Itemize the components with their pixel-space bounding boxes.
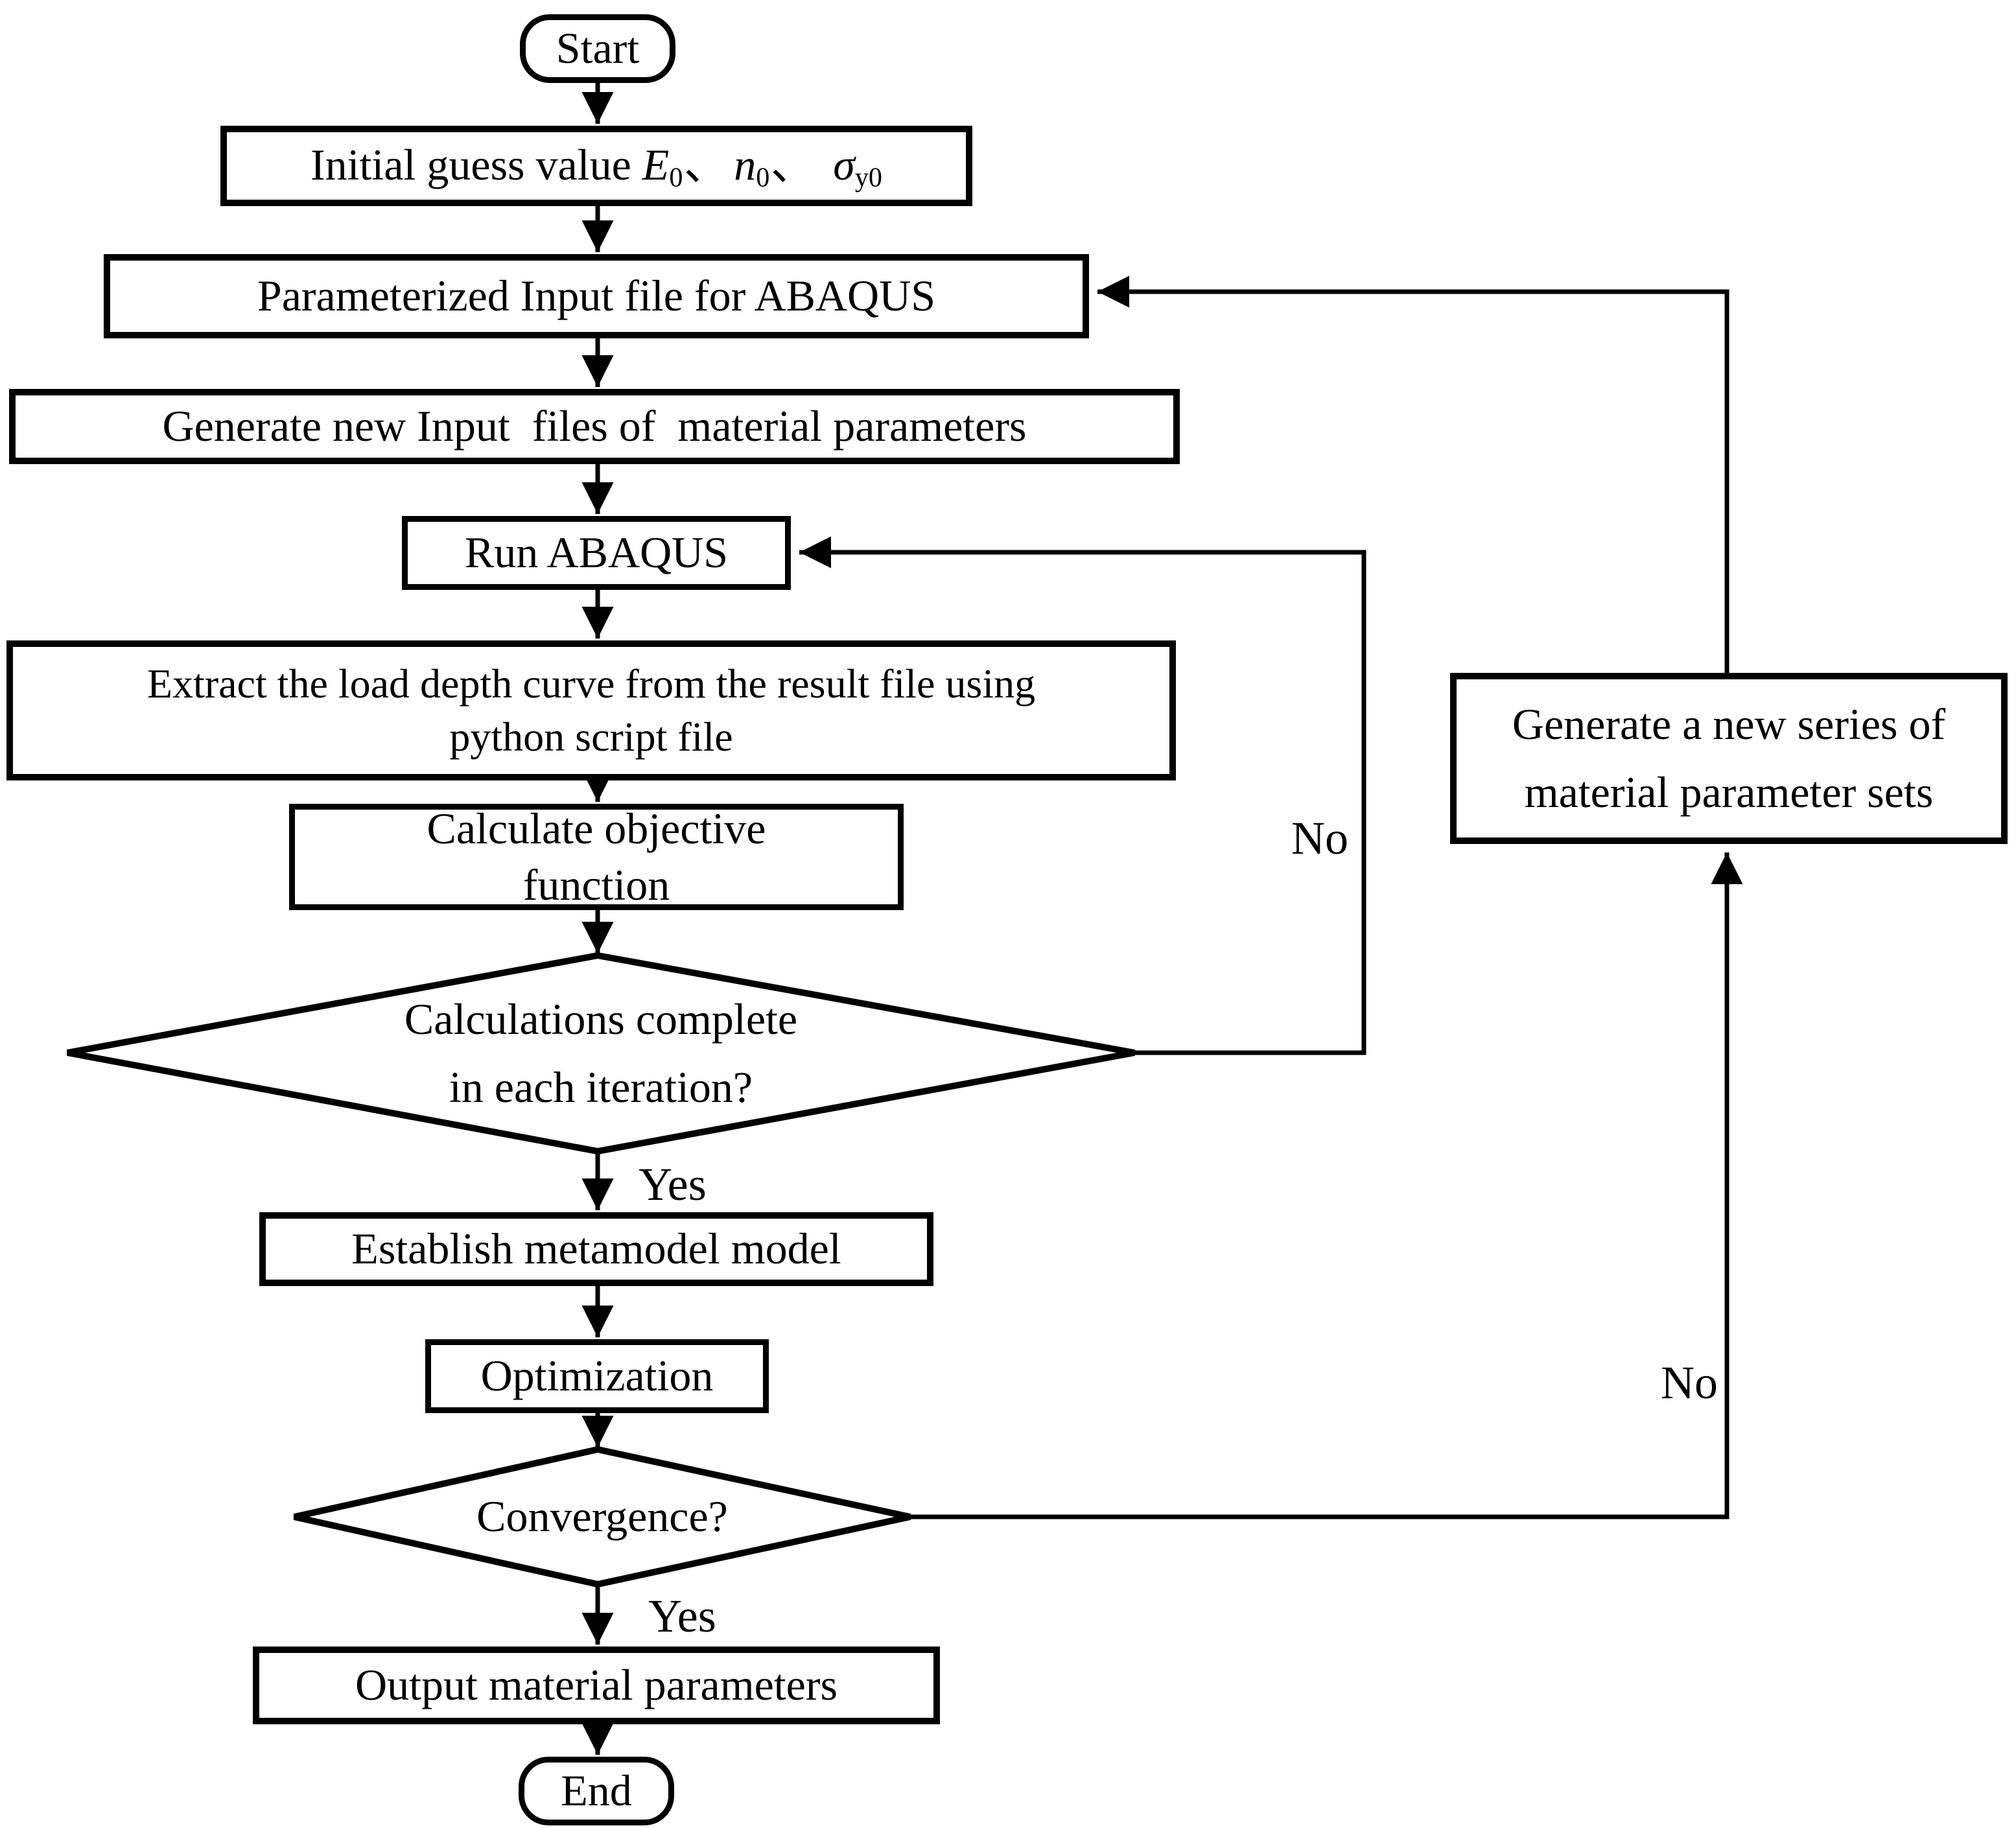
- calc-complete-decision-label: Calculations complete in each iteration?: [404, 994, 798, 1112]
- establish-metamodel-box: [259, 1212, 933, 1286]
- generate-series-label: Generate a new series of material parame…: [1512, 699, 1946, 817]
- parameterized-input-label: Parameterized Input file for ABAQUS: [257, 271, 936, 321]
- start-terminator: [520, 14, 675, 83]
- end-label: End: [561, 1766, 632, 1816]
- initial-guess-box: [220, 126, 972, 206]
- parameterized-input-box: [104, 254, 1089, 338]
- calc-yes-label: Yes: [639, 1158, 707, 1210]
- edge-convergence-no-to-generate-series: [910, 852, 1743, 1519]
- convergence-no-label: No: [1661, 1357, 1718, 1409]
- calc-no-label: No: [1291, 812, 1348, 864]
- end-terminator: [519, 1757, 674, 1825]
- generate-series-box: [1450, 673, 2008, 844]
- edge-generate-series-to-parameterized: [1097, 275, 1729, 673]
- extract-curve-label: Extract the load depth curve from the re…: [147, 661, 1036, 760]
- optimization-box: [425, 1339, 769, 1413]
- initial-guess-label: Initial guess value E0、n0、σy0: [311, 139, 882, 193]
- edge-calc-decision-no-to-run: [799, 536, 1366, 1055]
- output-parameters-box: [253, 1646, 940, 1724]
- establish-metamodel-label: Establish metamodel model: [351, 1224, 841, 1274]
- generate-new-input-box: [9, 389, 1180, 464]
- start-label: Start: [556, 23, 640, 73]
- convergence-decision-shape: [293, 1446, 911, 1588]
- convergence-yes-label: Yes: [648, 1590, 716, 1642]
- optimization-label: Optimization: [480, 1351, 714, 1401]
- generate-new-input-label: Generate new Input files of material par…: [162, 401, 1027, 451]
- calc-objective-box: [289, 804, 904, 910]
- run-abaqus-label: Run ABAQUS: [464, 528, 729, 578]
- convergence-decision-label: Convergence?: [476, 1492, 728, 1541]
- calc-complete-decision-shape: [67, 952, 1135, 1155]
- output-parameters-label: Output material parameters: [355, 1660, 838, 1710]
- calc-objective-label: Calculate objective function: [427, 803, 766, 909]
- run-abaqus-box: [402, 516, 791, 590]
